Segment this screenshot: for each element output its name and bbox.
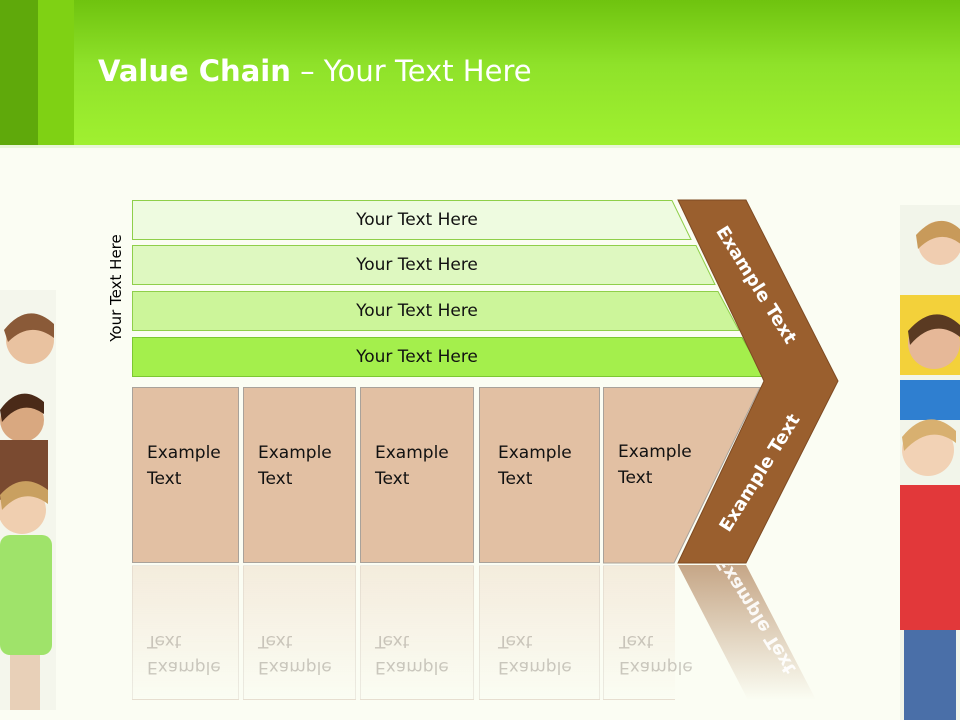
reflection-box-3: Example Text	[360, 565, 474, 700]
reflection-box-1-line2: Text	[147, 631, 182, 651]
activity-box-5: Example Text	[603, 387, 763, 568]
value-bar-2-shape	[132, 245, 716, 285]
activity-box-5-shape	[603, 387, 761, 564]
diagram-reflection: Example Text Example Text Example Text E…	[132, 565, 852, 705]
reflection-box-3-line2: Text	[375, 631, 410, 651]
reflection-box-5: Example Text	[603, 565, 693, 700]
activity-box-3-line2: Text	[375, 469, 410, 489]
header-stripe-mid	[38, 0, 74, 145]
header-stripe-dark	[0, 0, 38, 145]
value-bar-1-label: Your Text Here	[356, 210, 478, 230]
activity-box-5-line2: Text	[618, 468, 653, 488]
reflection-chevron	[678, 565, 816, 700]
reflection-box-3-line1: Example	[375, 657, 449, 677]
children-photo-left	[0, 290, 56, 710]
header-divider	[0, 145, 960, 148]
activity-box-4-line1: Example	[498, 443, 572, 463]
margin-chevron	[677, 199, 839, 564]
slide-title-rest: – Your Text Here	[290, 54, 532, 88]
reflection-box-1: Example Text	[132, 565, 239, 700]
activity-box-4: Example Text	[479, 387, 600, 563]
reflection-box-4-text: Example Text	[498, 628, 588, 680]
slide-title: Value Chain – Your Text Here	[98, 54, 532, 88]
activity-box-2: Example Text	[243, 387, 356, 563]
slide-title-bold: Value Chain	[98, 54, 291, 88]
reflection-box-2-line2: Text	[258, 631, 293, 651]
activity-box-3-line1: Example	[375, 443, 449, 463]
children-photo-right	[900, 205, 960, 720]
value-bar-3-label: Your Text Here	[356, 301, 478, 321]
value-bar-1-shape	[132, 200, 692, 240]
activity-box-3: Example Text	[360, 387, 474, 563]
value-bar-4-label: Your Text Here	[356, 347, 478, 367]
activity-box-1-line1: Example	[147, 443, 221, 463]
activity-box-3-text: Example Text	[375, 440, 465, 492]
reflection-box-4-line1: Example	[498, 657, 572, 677]
activity-box-2-line2: Text	[258, 469, 293, 489]
value-bar-1: Your Text Here	[132, 200, 692, 240]
value-bar-2-label: Your Text Here	[356, 255, 478, 275]
value-bar-4: Your Text Here	[132, 337, 765, 377]
activity-box-4-text: Example Text	[498, 440, 588, 492]
reflection-box-2-text: Example Text	[258, 628, 348, 680]
reflection-box-2: Example Text	[243, 565, 356, 700]
value-bar-2: Your Text Here	[132, 245, 716, 285]
value-bar-3: Your Text Here	[132, 291, 740, 331]
reflection-box-1-line1: Example	[147, 657, 221, 677]
activity-box-2-text: Example Text	[258, 440, 348, 492]
header-banner: Value Chain – Your Text Here	[0, 0, 960, 145]
reflection-box-4: Example Text	[479, 565, 600, 700]
activity-box-5-line1: Example	[618, 442, 692, 462]
reflection-box-4-line2: Text	[498, 631, 533, 651]
value-bar-3-shape	[132, 291, 740, 331]
side-label-text: Your Text Here	[107, 233, 125, 342]
side-label: Your Text Here	[104, 200, 128, 375]
reflection-box-2-line1: Example	[258, 657, 332, 677]
activity-box-4-line2: Text	[498, 469, 533, 489]
activity-box-1: Example Text	[132, 387, 239, 563]
activity-box-1-text: Example Text	[147, 440, 237, 492]
activity-box-5-text: Example Text	[618, 439, 692, 491]
activity-box-1-line2: Text	[147, 469, 182, 489]
reflection-box-1-text: Example Text	[147, 628, 237, 680]
activity-box-2-line1: Example	[258, 443, 332, 463]
reflection-box-3-text: Example Text	[375, 628, 465, 680]
